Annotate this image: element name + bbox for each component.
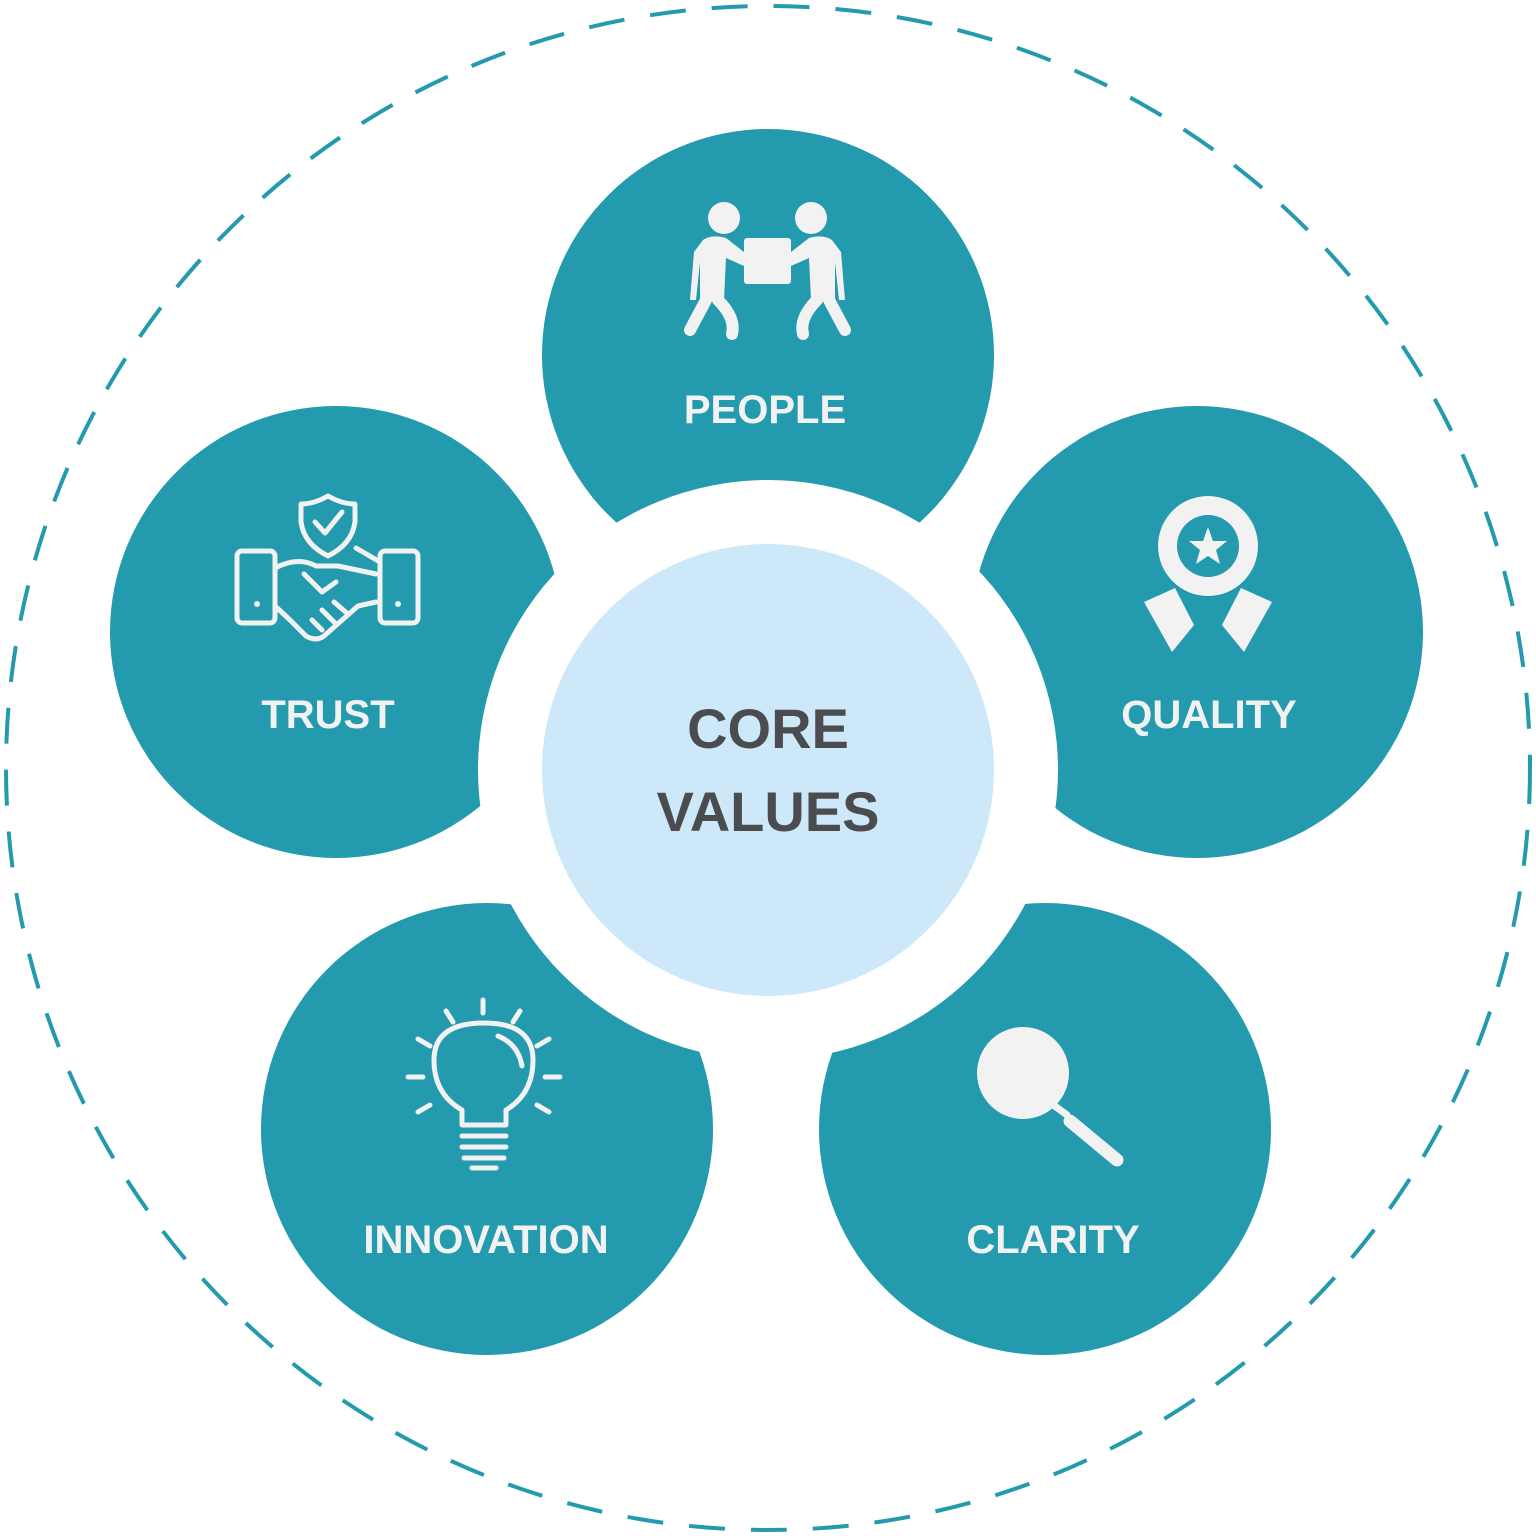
value-label-clarity: CLARITY — [966, 1218, 1140, 1262]
petal-circles — [110, 129, 1423, 1355]
outer-dashed-ring — [4, 4, 1532, 1532]
award-ribbon-icon — [1144, 496, 1272, 652]
petal-clarity — [819, 903, 1271, 1355]
center-circle — [542, 544, 994, 996]
value-label-innovation: INNOVATION — [363, 1218, 608, 1262]
people-carrying-box-icon — [684, 202, 851, 340]
value-label-quality: QUALITY — [1121, 693, 1297, 737]
handshake-shield-icon — [234, 493, 421, 642]
magnifying-glass-icon — [977, 1027, 1124, 1167]
petal-people — [542, 129, 994, 581]
petal-innovation — [261, 903, 713, 1355]
center-title-line2: VALUES — [657, 780, 880, 843]
lightbulb-icon — [405, 997, 563, 1171]
center-title-line1: CORE — [687, 697, 849, 760]
petal-quality — [971, 406, 1423, 858]
value-label-people: PEOPLE — [684, 388, 846, 432]
petal-trust — [110, 406, 562, 858]
value-label-trust: TRUST — [261, 693, 394, 737]
